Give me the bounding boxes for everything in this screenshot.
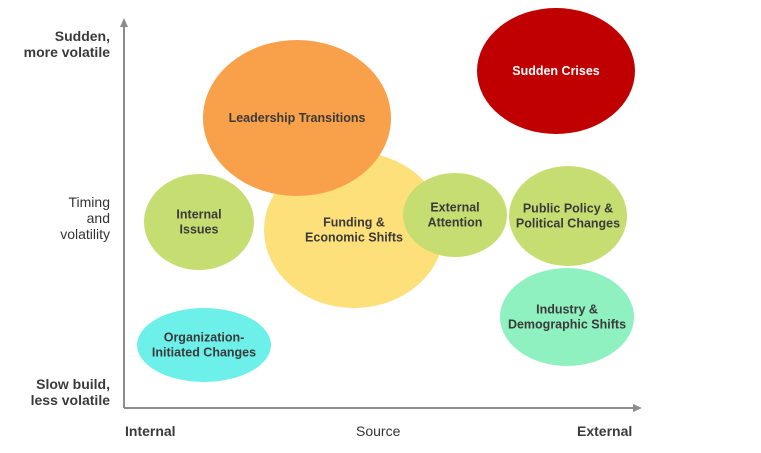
bubble-public-policy-label-1: Public Policy &	[523, 202, 613, 216]
x-axis-right-label: External	[577, 423, 633, 439]
bubble-leadership-label-1: Leadership Transitions	[229, 111, 366, 125]
bubble-internal-label-2: Issues	[180, 223, 219, 237]
bubble-industry-label-2: Demographic Shifts	[508, 318, 626, 332]
x-axis-left-label: Internal	[125, 423, 176, 439]
bubble-public-policy-shape	[509, 166, 627, 266]
bubble-external-attention-shape	[403, 173, 507, 257]
y-axis-top-label: Sudden, more volatile	[10, 28, 110, 60]
bubble-external-attention-label-2: Attention	[428, 216, 483, 230]
bubble-external-attention-label-1: External	[430, 201, 479, 215]
bubble-funding-label-1: Funding &	[323, 216, 385, 230]
bubbles-group: Funding &Economic Shifts Leadership Trans…	[137, 8, 635, 382]
y-axis-bottom-line-2: less volatile	[30, 392, 110, 408]
bubble-organization: Organization-Initiated Changes	[137, 308, 271, 382]
y-axis-mid-line-3: volatility	[60, 226, 110, 242]
y-axis-top-line-1: Sudden,	[54, 28, 110, 44]
bubble-public-policy-label-2: Political Changes	[516, 217, 620, 231]
bubble-sudden-crises: Sudden Crises	[477, 8, 635, 134]
y-axis-bottom-line-1: Slow build,	[36, 376, 110, 392]
bubble-industry-label-1: Industry &	[536, 303, 598, 317]
bubble-leadership: Leadership Transitions	[203, 40, 391, 196]
bubble-internal-label-1: Internal	[176, 208, 221, 222]
y-axis-mid-label: Timing and volatility	[10, 194, 110, 242]
y-axis-bottom-label: Slow build, less volatile	[10, 376, 110, 408]
bubble-organization-label-2: Initiated Changes	[152, 346, 256, 360]
y-axis-mid-line-1: Timing	[68, 194, 111, 210]
bubble-industry: Industry &Demographic Shifts	[500, 268, 634, 366]
bubble-internal-shape	[144, 174, 254, 270]
y-axis-top-line-2: more volatile	[23, 44, 110, 60]
bubble-organization-shape	[137, 308, 271, 382]
bubble-sudden-crises-label-1: Sudden Crises	[512, 64, 600, 78]
bubble-leadership-shape	[203, 40, 391, 196]
bubble-public-policy: Public Policy &Political Changes	[509, 166, 627, 266]
bubble-sudden-crises-shape	[477, 8, 635, 134]
bubble-organization-label-1: Organization-	[164, 331, 245, 345]
bubble-funding-label-2: Economic Shifts	[305, 231, 403, 245]
y-axis-mid-line-2: and	[86, 210, 110, 226]
x-axis-mid-label: Source	[356, 423, 401, 439]
bubble-industry-shape	[500, 268, 634, 366]
